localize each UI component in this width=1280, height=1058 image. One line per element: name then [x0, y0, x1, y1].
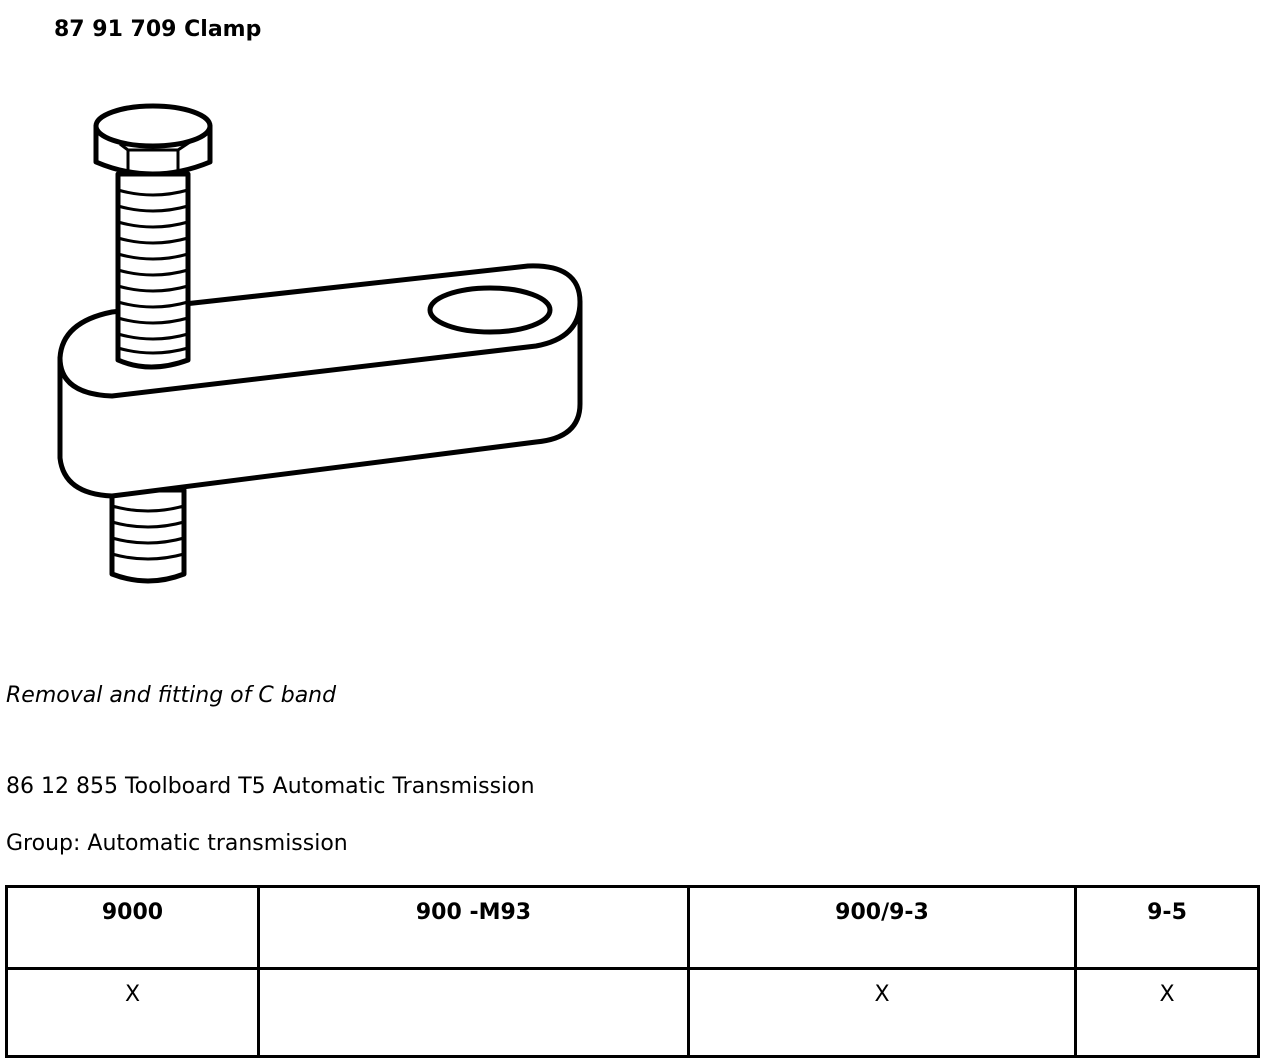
group-line: Group: Automatic transmission [6, 830, 348, 858]
cell-9-5: X [1074, 967, 1260, 1058]
group-label: Group: [6, 831, 81, 856]
header-9-5: 9-5 [1074, 885, 1260, 970]
usage-caption: Removal and fitting of C band [6, 683, 337, 708]
table-header-row: 9000 900 -M93 900/9-3 9-5 [5, 885, 1260, 970]
cell-9000: X [5, 967, 260, 1058]
table-row: X X X [5, 967, 1260, 1058]
header-9000: 9000 [5, 885, 260, 970]
cell-900-m93 [257, 967, 690, 1058]
clamp-with-bolt-icon [57, 103, 583, 584]
header-900-9-3: 900/9-3 [687, 885, 1077, 970]
group-value: Automatic transmission [87, 831, 348, 856]
toolboard-reference: 86 12 855 Toolboard T5 Automatic Transmi… [6, 774, 535, 799]
model-applicability-table: 9000 900 -M93 900/9-3 9-5 X X X [5, 885, 1260, 1058]
document-title: 87 91 709 Clamp [54, 17, 262, 42]
cell-900-9-3: X [687, 967, 1077, 1058]
header-900-m93: 900 -M93 [257, 885, 690, 970]
